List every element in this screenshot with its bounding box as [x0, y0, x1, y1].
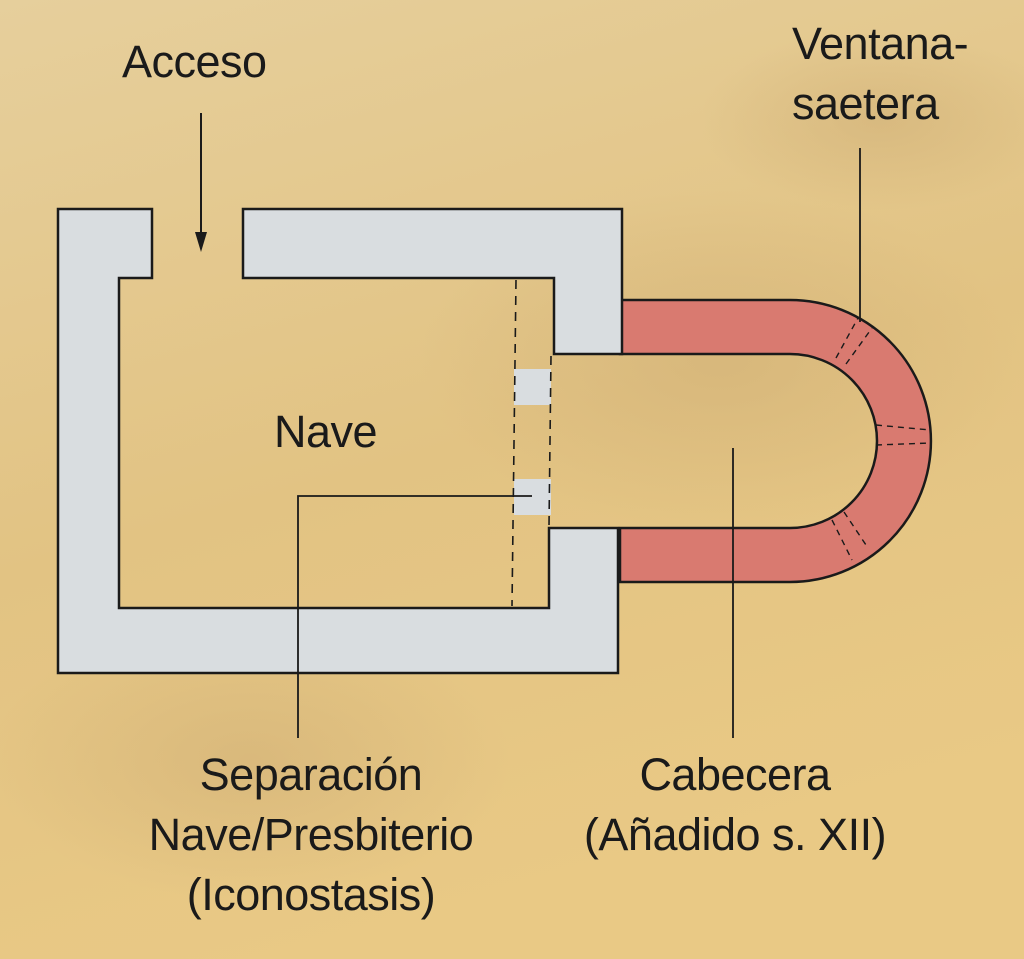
- background-texture: [0, 620, 510, 900]
- nave-wall-west: [56, 207, 620, 675]
- separation-label-line1: Separación: [199, 749, 423, 800]
- nave-label-text: Nave: [274, 406, 378, 457]
- nave-wall-north: [241, 207, 624, 356]
- window-slit: [875, 424, 931, 446]
- window-slit: [831, 511, 869, 561]
- separation-label-line3: (Iconostasis): [186, 869, 436, 920]
- access-label-text: Acceso: [122, 36, 267, 87]
- background-texture: [700, 30, 1024, 210]
- apse-label: Cabecera (Añadido s. XII): [583, 745, 887, 865]
- access-label: Acceso: [122, 32, 267, 92]
- iconostasis-dashed-line: [511, 279, 517, 607]
- separation-label: Separación Nave/Presbiterio (Iconostasis…: [149, 745, 474, 925]
- window-label-line2: saetera: [792, 78, 939, 129]
- access-arrow-head: [195, 232, 207, 252]
- iconostasis-pillar: [514, 479, 551, 515]
- apse-wall: [618, 298, 933, 584]
- separation-label-line2: Nave/Presbiterio: [148, 809, 474, 860]
- window-label: Ventana- saetera: [792, 14, 969, 134]
- iconostasis-dashed-line: [548, 355, 552, 527]
- iconostasis-pillar: [514, 369, 551, 405]
- separacion-leader-line: [297, 495, 532, 738]
- window-slit: [835, 317, 873, 365]
- apse-label-line1: Cabecera: [639, 749, 831, 800]
- nave-label: Nave: [274, 402, 378, 462]
- apse-label-line2: (Añadido s. XII): [583, 809, 887, 860]
- window-label-line1: Ventana-: [792, 18, 969, 69]
